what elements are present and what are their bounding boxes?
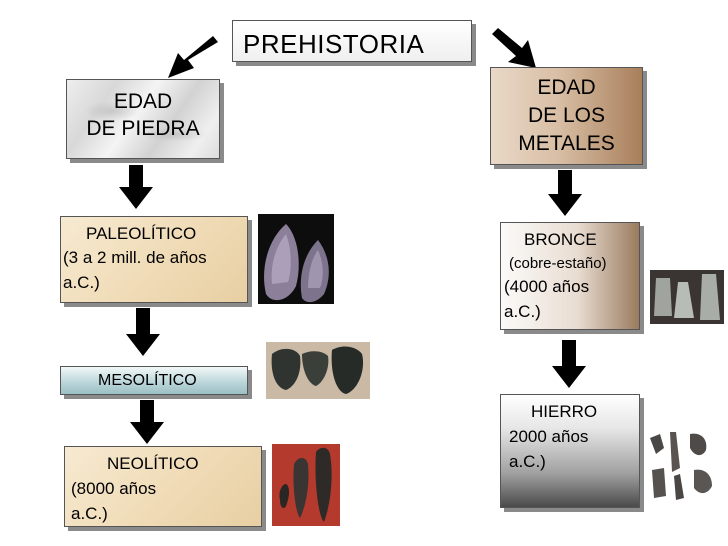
neolitico-box: NEOLÍTICO (8000 años a.C.) (64, 446, 262, 527)
mesolithic-stone-tools-image (266, 342, 370, 399)
hierro-dates: 2000 años (509, 427, 589, 446)
arrow-piedra-to-paleolitico (119, 165, 153, 209)
metales-line-1: EDAD (537, 76, 596, 99)
bronce-composition: (cobre-estaño) (509, 255, 607, 272)
iron-tools-image (646, 428, 720, 502)
edad-de-piedra-box: EDAD DE PIEDRA (66, 79, 220, 159)
paleolitico-dates-suffix: a.C.) (63, 273, 100, 292)
hierro-name: HIERRO (531, 402, 598, 421)
arrow-metales-to-bronce (548, 170, 582, 216)
paleolitico-dates: (3 a 2 mill. de años (63, 248, 207, 267)
edad-de-los-metales-box: EDAD DE LOS METALES (490, 67, 643, 165)
mesolitico-name: MESOLÍTICO (98, 372, 197, 389)
paleolitico-name: PALEOLÍTICO (86, 224, 197, 243)
paleolithic-stone-tools-image (258, 214, 334, 304)
bronce-name: BRONCE (524, 230, 597, 249)
piedra-line-1: EDAD (113, 90, 173, 113)
piedra-line-2: DE PIEDRA (86, 117, 200, 140)
arrow-to-piedra (168, 36, 218, 78)
neolitico-name: NEOLÍTICO (107, 454, 199, 473)
neolitico-dates: (8000 años (71, 479, 157, 498)
paleolitico-box: PALEOLÍTICO (3 a 2 mill. de años a.C.) (60, 216, 248, 303)
hierro-box: HIERRO 2000 años a.C.) (500, 394, 640, 508)
page-title: PREHISTORIA (243, 29, 425, 59)
arrow-to-metales (492, 28, 536, 68)
neolithic-polished-tools-image (272, 444, 340, 526)
arrow-bronce-to-hierro (552, 340, 586, 388)
metales-line-2: DE LOS (527, 104, 606, 127)
arrow-paleolitico-to-mesolitico (126, 308, 160, 356)
neolitico-dates-suffix: a.C.) (71, 504, 108, 523)
bronze-axes-image (650, 270, 724, 324)
bronce-dates-suffix: a.C.) (504, 302, 541, 321)
metales-line-3: METALES (518, 132, 615, 155)
mesolitico-box: MESOLÍTICO (60, 366, 248, 395)
bronce-box: BRONCE (cobre-estaño) (4000 años a.C.) (500, 222, 640, 330)
hierro-dates-suffix: a.C.) (509, 452, 546, 471)
title-box: PREHISTORIA (232, 20, 472, 62)
arrow-mesolitico-to-neolitico (130, 400, 164, 444)
bronce-dates: (4000 años (504, 277, 590, 296)
